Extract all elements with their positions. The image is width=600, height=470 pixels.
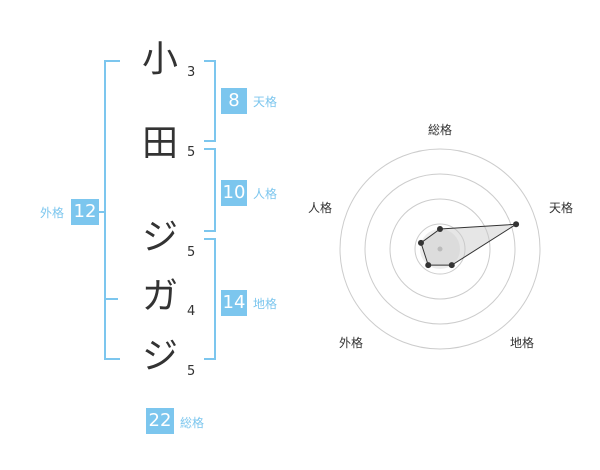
name-char-5: ジ: [141, 336, 178, 377]
tenkaku-value-badge: 8: [221, 88, 247, 114]
name-char-2: 田: [141, 123, 178, 164]
stroke-count-3: 5: [187, 245, 196, 260]
soukaku-value-badge: 22: [146, 408, 174, 434]
radar-point-1: [437, 226, 443, 232]
radar-axis-label-chikaku: 地格: [510, 336, 535, 350]
radar-point-2: [513, 221, 520, 228]
radar-point-5: [417, 239, 424, 246]
stroke-count-1: 3: [187, 65, 196, 80]
name-char-4: ガ: [141, 276, 178, 317]
radar-axis-label-soukaku: 総格: [428, 123, 453, 137]
tenkaku-bracket: [204, 60, 216, 142]
stroke-count-5: 5: [187, 364, 196, 379]
jinkaku-label: 人格: [253, 187, 278, 201]
gaikaku-bracket-tick: [104, 298, 118, 300]
soukaku-label: 総格: [180, 416, 205, 430]
name-char-3: ジ: [141, 217, 178, 258]
jinkaku-bracket: [204, 148, 216, 232]
stroke-count-4: 4: [187, 304, 196, 319]
chikaku-value-badge: 14: [221, 290, 247, 316]
radar-axis-label-jinkaku: 人格: [308, 201, 333, 215]
radar-axis-label-tenkaku: 天格: [549, 201, 574, 215]
gaikaku-value-badge: 12: [71, 199, 99, 225]
radar-center-dot: [437, 246, 443, 252]
radar-axis-label-gaikaku: 外格: [339, 336, 364, 350]
gaikaku-bracket: [104, 60, 120, 360]
radar-ring: [339, 148, 541, 350]
radar-ring: [364, 173, 516, 325]
name-char-1: 小: [141, 39, 178, 80]
chikaku-bracket: [204, 238, 216, 360]
radar-point-3: [448, 262, 455, 269]
gaikaku-label: 外格: [40, 206, 65, 220]
chikaku-label: 地格: [253, 297, 278, 311]
stroke-count-2: 5: [187, 145, 196, 160]
radar-point-4: [425, 262, 432, 269]
gaikaku-bracket-connector: [98, 211, 106, 213]
radar-ring: [414, 223, 466, 275]
jinkaku-value-badge: 10: [221, 180, 247, 206]
radar-ring: [389, 198, 491, 300]
radar-series-polygon: [420, 223, 517, 266]
tenkaku-label: 天格: [253, 95, 278, 109]
